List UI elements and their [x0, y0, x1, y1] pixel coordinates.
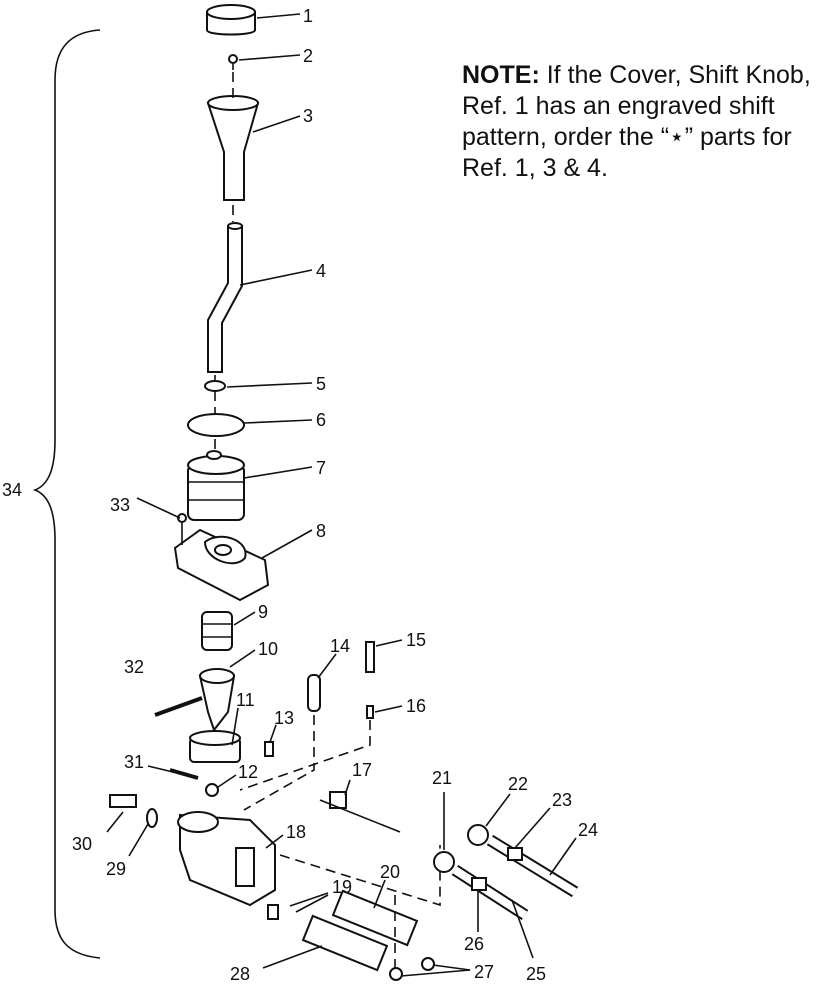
callout-23: 23: [552, 790, 572, 810]
callout-18: 18: [286, 822, 306, 842]
callout-5: 5: [316, 374, 326, 394]
part-detent-ball: [205, 783, 219, 797]
callout-27: 27: [474, 962, 494, 982]
part-rod-end-21: [433, 851, 455, 873]
callout-9: 9: [258, 602, 268, 622]
callout-25: 25: [526, 964, 546, 984]
note-body: If the Cover, Shift Knob, Ref. 1 has an …: [462, 61, 811, 182]
callout-15: 15: [406, 630, 426, 650]
part-seal: [267, 904, 279, 920]
callout-10: 10: [258, 639, 278, 659]
callout-24: 24: [578, 820, 598, 840]
assembly-bracket: [32, 29, 101, 959]
callout-28: 28: [230, 964, 250, 984]
callout-6: 6: [316, 410, 326, 430]
part-shaft-20: [331, 889, 419, 947]
part-jam-nut-26: [471, 877, 487, 891]
callout-31: 31: [124, 752, 144, 772]
part-boot: [187, 450, 245, 521]
part-nut-27a: [421, 957, 435, 971]
part-nut-27b: [389, 967, 403, 981]
callout-32: 32: [124, 657, 144, 677]
callout-26: 26: [464, 934, 484, 954]
callout-14: 14: [330, 636, 350, 656]
part-roll-pin: [154, 696, 203, 717]
callout-29: 29: [106, 859, 126, 879]
callout-13: 13: [274, 708, 294, 728]
part-stud: [365, 641, 375, 673]
part-rod-end-22: [467, 824, 489, 846]
part-cover-shift-knob: [206, 4, 256, 36]
callout-12: 12: [238, 762, 258, 782]
part-bolt: [177, 513, 187, 545]
part-shift-lever: [207, 222, 243, 373]
callout-22: 22: [508, 774, 528, 794]
note-box: NOTE: If the Cover, Shift Knob, Ref. 1 h…: [462, 60, 817, 184]
callout-21: 21: [432, 768, 452, 788]
callout-8: 8: [316, 521, 326, 541]
callout-3: 3: [303, 106, 313, 126]
part-jam-nut-23: [507, 847, 523, 861]
part-shifter-housing: [173, 528, 270, 602]
part-washer: [146, 808, 158, 828]
part-screw: [228, 54, 238, 70]
part-shift-knob: [206, 95, 260, 201]
callout-19: 19: [332, 877, 352, 897]
callout-20: 20: [380, 862, 400, 882]
part-retaining-ring: [187, 413, 245, 437]
part-spacer: [366, 705, 374, 719]
callout-34: 34: [2, 480, 22, 500]
part-pivot-ball: [198, 668, 236, 733]
part-dowel: [307, 674, 321, 712]
callout-1: 1: [303, 6, 313, 26]
part-shaft-28: [301, 914, 389, 972]
part-shift-base: [177, 811, 276, 907]
callout-7: 7: [316, 458, 326, 478]
note-heading: NOTE:: [462, 61, 540, 89]
part-switch: [319, 791, 401, 833]
callout-4: 4: [316, 261, 326, 281]
callout-33: 33: [110, 495, 130, 515]
callout-17: 17: [352, 760, 372, 780]
part-o-ring: [204, 380, 226, 392]
callout-16: 16: [406, 696, 426, 716]
part-bolt-30: [109, 794, 137, 808]
part-set-screw: [264, 741, 274, 757]
callout-labels: 1 2 3 4 5 6 7 8 9 10 11 12 13 14 15 16 1…: [2, 6, 598, 984]
callout-30: 30: [72, 834, 92, 854]
part-spring: [201, 611, 233, 651]
callout-2: 2: [303, 46, 313, 66]
callout-11: 11: [236, 690, 255, 710]
part-bushing: [189, 730, 241, 763]
leader-lines: [106, 13, 577, 977]
